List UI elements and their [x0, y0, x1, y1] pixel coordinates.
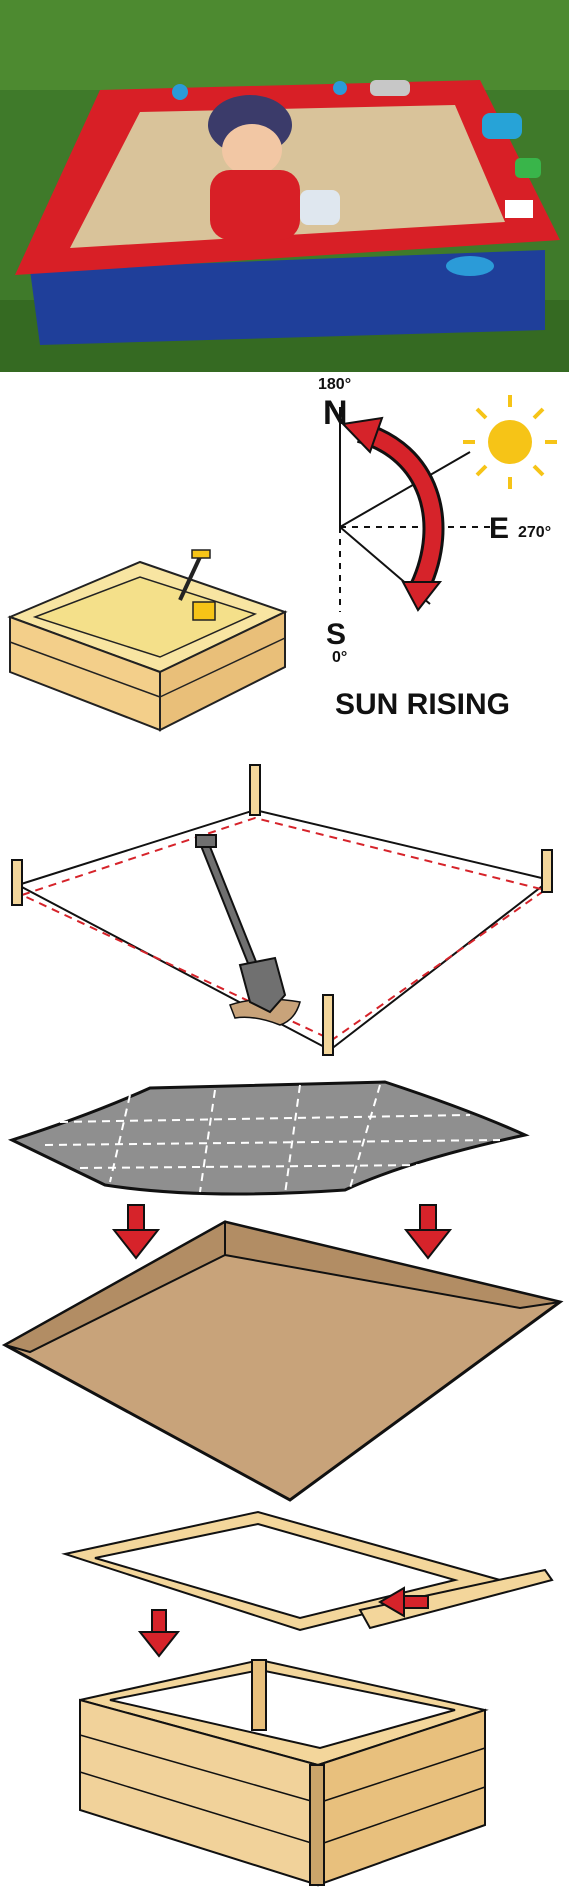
- membrane-sheet: [7, 1080, 530, 1196]
- south-degrees: 0°: [332, 649, 347, 666]
- membrane-diagram: [1, 1080, 564, 1502]
- stake-icon: [322, 994, 334, 1056]
- east-degrees: 270°: [518, 524, 551, 541]
- left-arrow-icon: [378, 1586, 429, 1618]
- south-label: S: [326, 618, 346, 651]
- frame-piece-loose: [358, 1568, 554, 1630]
- top-frame: [61, 1510, 504, 1632]
- sun-icon: [463, 395, 557, 489]
- arrow-head-north-icon: [340, 416, 384, 454]
- pit-wall: [224, 1220, 561, 1310]
- stake-icon: [249, 764, 261, 816]
- stake-out-diagram: [11, 764, 553, 1056]
- down-arrow-icon: [403, 1204, 453, 1260]
- down-arrow-icon: [137, 1609, 181, 1658]
- orientation-diagram: 180° N E 270° S 0° SUN RISING: [7, 376, 557, 732]
- arrow-head-south-icon: [401, 581, 443, 612]
- stake-icon: [541, 849, 553, 893]
- sun-ray-line: [339, 451, 471, 528]
- spade-icon: [195, 834, 287, 1014]
- east-label: E: [489, 512, 509, 545]
- small-sandbox: [7, 549, 288, 732]
- membrane-grid: [44, 1084, 501, 1195]
- sun-rising-caption: SUN RISING: [335, 688, 510, 721]
- frame-assembly-diagram: [61, 1510, 554, 1887]
- child-figure: [208, 95, 340, 240]
- down-arrow-icon: [111, 1204, 161, 1260]
- stake-icon: [11, 859, 23, 906]
- north-label: N: [323, 394, 348, 432]
- sandbox-blue-side: [30, 250, 545, 345]
- rotation-arrow: [357, 424, 442, 591]
- sandbox-photo: [0, 0, 569, 372]
- north-degrees: 180°: [318, 376, 351, 393]
- wooden-box: [79, 1658, 489, 1887]
